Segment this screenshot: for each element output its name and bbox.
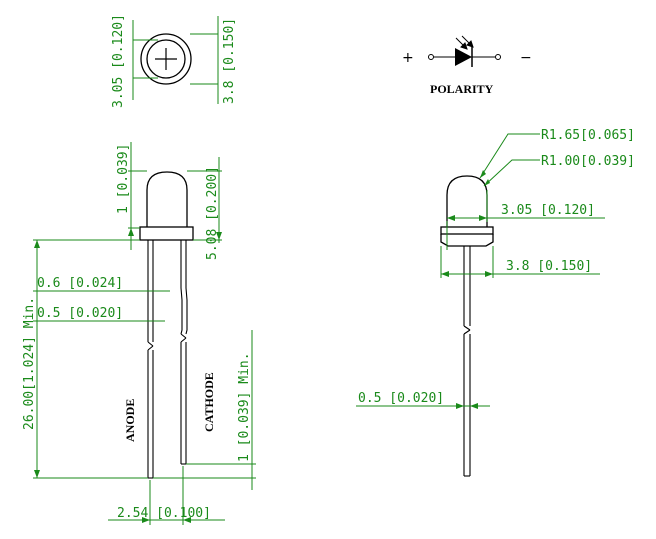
polarity-label: POLARITY — [430, 82, 494, 96]
anode-label: ANODE — [123, 399, 137, 442]
front-view: R1.65[0.065] R1.00[0.039] 3.05 [0.120] 3… — [356, 128, 635, 477]
front-view-flange-top — [440, 226, 494, 235]
cathode-lead — [180, 240, 188, 465]
front-view-dim-lead: 0.5 [0.020] — [358, 391, 444, 406]
front-view-dim-flange: 3.8 [0.150] — [506, 259, 592, 274]
polarity-plus: + — [402, 50, 414, 66]
side-view-dome — [146, 171, 188, 221]
side-view-dim-bottom: 1 [0.039] Min. — [237, 352, 252, 462]
polarity-minus: − — [520, 50, 532, 66]
side-view-dim-pitch: 2.54 [0.100] — [117, 506, 211, 521]
front-view-dim-r-inner: R1.00[0.039] — [541, 154, 635, 169]
front-view-dim-lens: 3.05 [0.120] — [501, 203, 595, 218]
emission-arrows-icon — [455, 35, 474, 50]
side-view-flange — [139, 226, 194, 241]
polarity-symbol: + − POLARITY — [402, 35, 532, 96]
cathode-label: CATHODE — [202, 372, 216, 432]
front-view-dim-r-outer: R1.65[0.065] — [541, 128, 635, 143]
front-view-dome — [446, 175, 488, 221]
top-view: 3.05 [0.120] 3.8 [0.150] — [111, 14, 237, 108]
front-view-lead — [463, 246, 471, 477]
side-view-dim-lead-upper: 0.6 [0.024] — [37, 276, 123, 291]
top-view-dim-inner: 3.05 [0.120] — [111, 14, 126, 108]
side-view: 1 [0.039] 5.08 [0.200] 0.6 [0.024] 0.5 [… — [22, 142, 256, 525]
diode-icon — [455, 48, 472, 66]
top-view-outer-circle — [140, 33, 192, 85]
front-view-flange-bottom — [440, 234, 494, 247]
side-view-dim-body: 5.08 [0.200] — [205, 166, 220, 260]
anode-lead — [147, 240, 154, 479]
side-view-dim-dome: 1 [0.039] — [116, 144, 131, 214]
side-view-dim-length: 26.00[1.024] Min. — [22, 297, 37, 430]
top-view-inner-circle — [146, 39, 186, 79]
top-view-dim-outer: 3.8 [0.150] — [222, 18, 237, 104]
side-view-dim-lead-lower: 0.5 [0.020] — [37, 306, 123, 321]
